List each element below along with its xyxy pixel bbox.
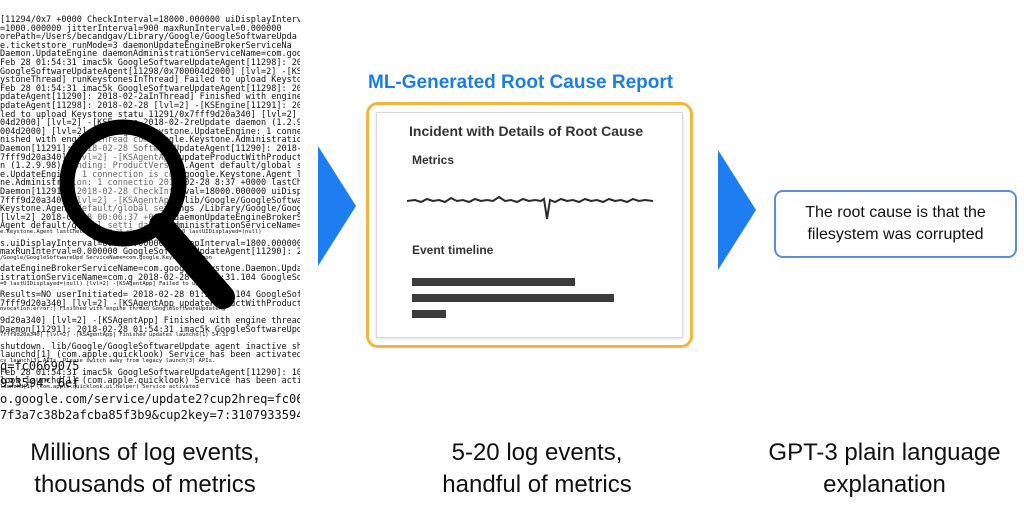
log-line: Feb 28 01:54:31 imac5k GoogleSoftwareUpd… xyxy=(0,83,300,94)
log-line: pdateAgent[11290]: 2018-02-2aInThread] F… xyxy=(0,92,300,103)
log-line: Daemon[11291]: 2018-02-28 01:54:31 imac5… xyxy=(0,324,300,335)
log-line: dateEngineBrokerServiceName=com.google.K… xyxy=(0,264,300,275)
log-line: [lvl=2] 2018-02-28 00:06:37 +0000 daemon… xyxy=(0,212,300,223)
log-line: GoogleSoftwareUpdateAgent[11298/0x700004… xyxy=(0,66,300,77)
log-line: look launchd[1] (com.apple.quicklook) Se… xyxy=(0,376,300,387)
plain-language-explanation: The root cause is that the filesystem wa… xyxy=(774,190,1017,258)
log-line: /Google/GoogleSoftwareUpd ServiceName=co… xyxy=(0,254,212,261)
log-line: Daemon[11291]: 2018-02-28 CheckInterval=… xyxy=(0,187,300,197)
log-line: Feb 28 01:54:31 imac5k GoogleSoftwareUpd… xyxy=(0,58,300,68)
event-timeline-label: Event timeline xyxy=(412,243,494,257)
right-arrow-icon xyxy=(318,146,356,266)
log-line: ystoneThread] runKeystonesInThread] Fail… xyxy=(0,75,300,86)
log-line: maxRunInterval=0.000000 GoogleSoftwareUp… xyxy=(0,247,300,258)
log-line: Results=NO userInitiated= 2018-02-28 01:… xyxy=(0,290,300,301)
stage-caption-report: 5-20 log events, handful of metrics xyxy=(442,439,632,498)
metrics-label: Metrics xyxy=(412,153,455,167)
log-line: 04d2000] [lvl=2] -[KSEngine 2018-02-2reU… xyxy=(0,118,300,129)
log-line: =0 lastUIDisplayed=(null) [lvl=2] -[KSAg… xyxy=(0,280,222,287)
stage-caption-explanation: GPT-3 plain language explanation xyxy=(768,439,1001,498)
magnifying-glass-icon xyxy=(59,119,235,309)
event-bar xyxy=(412,310,446,318)
log-line: s.uiDisplayInterval=604800.000000 sleepI… xyxy=(0,238,300,249)
log-line: 933594" 6ef xyxy=(0,376,80,390)
log-line: Daemon.UpdateEngine daemonAdministration… xyxy=(0,49,300,60)
log-line: q=fc0669075 xyxy=(0,359,80,373)
log-line: 7f3a7c38b2afcba85f3b9&cup2key=7:31079335… xyxy=(0,408,300,422)
incident-card: Incident with Details of Root Cause Metr… xyxy=(376,112,683,338)
stage-caption-logs: Millions of log events, thousands of met… xyxy=(30,439,260,498)
metrics-sparkline xyxy=(407,195,654,220)
right-arrow-icon xyxy=(718,150,756,270)
log-line: n (1.2.9.98) vending: ProductVersion.Age… xyxy=(0,161,300,172)
log-line: 7fff9d20a340] [lvl=2] -[KSAgentApp] lib/… xyxy=(0,195,300,206)
root-cause-report: Incident with Details of Root Cause Metr… xyxy=(366,102,693,348)
log-line: 7fff9d20a340] [lvl=2] -[KSAgentApp] Fini… xyxy=(0,332,229,339)
log-line: Feb 28 01:54:31 imac5k GoogleSoftwareUpd… xyxy=(0,367,300,378)
log-line: 9d20a340] [lvl=2] -[KSAgentApp] Finished… xyxy=(0,316,300,326)
event-bar xyxy=(412,278,575,286)
log-line: Keystone.Agent default/global settings /… xyxy=(0,204,300,215)
event-bar xyxy=(412,294,614,302)
report-title: ML-Generated Root Cause Report xyxy=(368,72,674,93)
log-line: ne.Administration: 1 connectio 2018-02-2… xyxy=(0,178,300,189)
log-line: e.ticketstore runMode=3 daemonUpdateEngi… xyxy=(0,40,292,51)
log-line: nvocation:error:] Finished with engine t… xyxy=(0,306,226,313)
log-line: orePath=/Users/becandgav/Library/Google/… xyxy=(0,32,297,43)
log-line: 7fff9d20a340] [lvl=2] -[KSAgentApp updat… xyxy=(0,152,300,163)
log-line: 7fff9d20a340] [lvl=2] -[KSAgentApp updat… xyxy=(0,298,300,309)
log-line: led to upload Keystone statu 11291/0x7ff… xyxy=(0,109,300,120)
log-line: shutdown. lib/Google/GoogleSoftwareUpdat… xyxy=(0,341,300,352)
log-line: Daemon[11291]: 2018-02-28 SoftwareUpdate… xyxy=(0,144,300,154)
log-line: o.google.com/service/update2?cup2hreq=fc… xyxy=(0,392,300,406)
card-heading: Incident with Details of Root Cause xyxy=(409,123,644,139)
log-line: istrationServiceName=com.g 2018-02-28 01… xyxy=(0,273,300,283)
log-line: launchd[1] (com.apple.quicklook) Service… xyxy=(0,350,300,361)
log-line: cy launch(3) APIs. Please switch away fr… xyxy=(0,358,216,364)
log-line: =1000.000000 jitterInterval=900 maxRunIn… xyxy=(0,23,282,34)
log-line: launchd[1] (com.apple.quicklook.ui.helpe… xyxy=(0,383,199,390)
log-line: e.UpdateEngine: 1 connection is com.goog… xyxy=(0,169,300,180)
log-line: [11294/0x7 +0000 CheckInterval=18000.000… xyxy=(0,15,300,25)
log-line: pdateAgent[11298]: 2018-02-28 [lvl=2] -[… xyxy=(0,101,300,111)
